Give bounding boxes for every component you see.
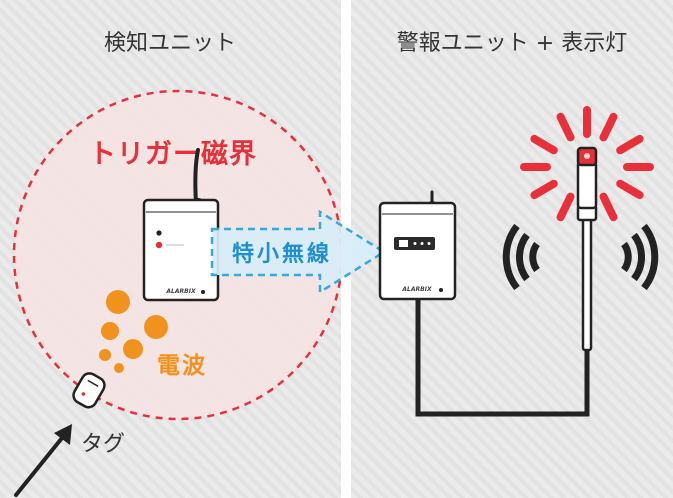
wave-dot [144,315,168,339]
wave-dot [123,339,143,359]
sound-wave-right [621,223,659,291]
alarm-unit: ALARBIX [378,190,457,301]
sound-wave-left [502,223,540,291]
connection-cable [415,296,590,417]
trigger-magnetic-field-label: トリガー磁界 [89,139,257,170]
alarm-unit-display-segment [399,240,408,247]
wave-dot [114,363,124,373]
alarm-light-rays [520,106,654,222]
detection-unit-screw [201,290,205,294]
left-panel-title: 検知ユニット [104,31,236,56]
wave-dot [99,349,111,361]
wave-dot [101,322,119,340]
alarm-unit-body [378,201,457,301]
detection-unit-led-1 [156,230,162,236]
tag-icon [72,372,106,409]
alarm-unit-display-dot [420,242,424,245]
wireless-arrow: 特小無線 [210,209,387,295]
tag-label: タグ [81,432,125,457]
radio-wave-dots [99,290,168,373]
detection-unit-body [142,198,220,302]
tag-arrow-icon [14,424,72,497]
signal-tower-lamp-glint [584,153,590,159]
detection-unit-brand: ALARBIX [165,288,196,295]
detection-unit-antenna [193,148,200,205]
signal-tower-body [576,160,598,210]
alarm-unit-display-dot [413,242,417,245]
signal-tower-light [576,146,598,352]
detection-unit-led-2 [155,241,163,249]
wireless-label: 特小無線 [232,241,332,267]
alarm-unit-brand: ALARBIX [401,286,432,293]
wireless-arrow-shape [210,209,387,295]
right-panel-title: 警報ユニット + 表示灯 [397,31,627,56]
alarm-unit-display-dot [427,242,431,245]
radio-wave-label: 電波 [157,353,207,379]
alarm-unit-screw [439,288,443,292]
wave-dot [106,290,130,314]
signal-tower-pole [581,210,593,352]
